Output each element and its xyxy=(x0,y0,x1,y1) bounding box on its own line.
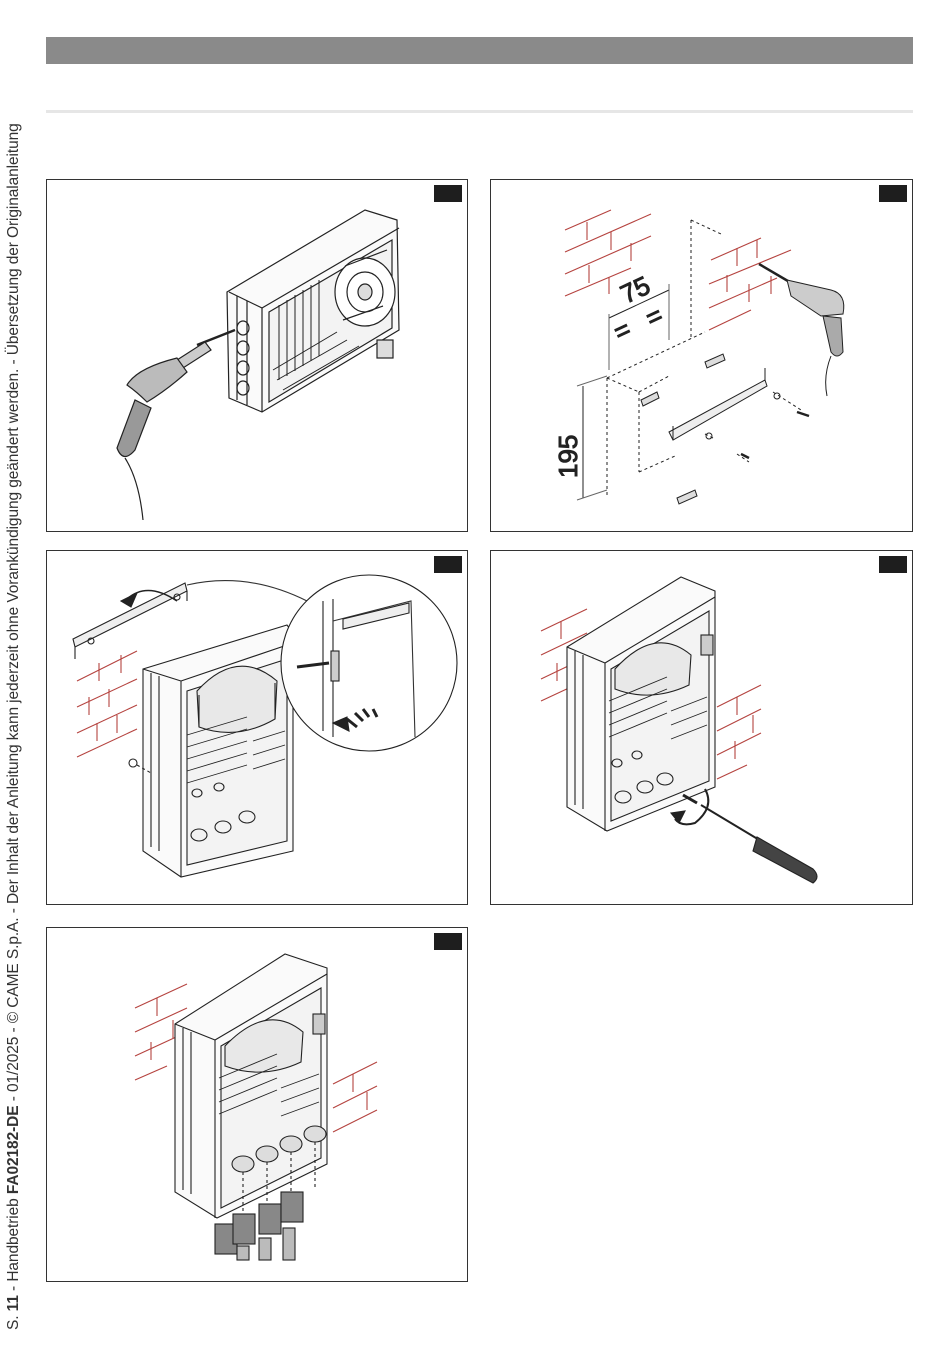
figure-drill-knockouts xyxy=(46,179,468,532)
header-bar xyxy=(46,37,913,64)
figure-wall-drilling: 75 = = 195 xyxy=(490,179,913,532)
equal-mark-left: = xyxy=(609,314,635,348)
dimension-195-label: 195 xyxy=(553,435,583,478)
manual-type: - Handbetrieb xyxy=(5,1194,22,1295)
page-footer-vertical: S. 11 - Handbetrieb FA02182-DE - 01/2025… xyxy=(2,100,26,1330)
figure-screw-box xyxy=(490,550,913,905)
page-prefix: S. xyxy=(5,1311,22,1330)
screw-box-to-wall-icon xyxy=(491,551,914,906)
figure-hang-box xyxy=(46,550,468,905)
document-code: FA02182-DE xyxy=(5,1106,22,1195)
equal-mark-right: = xyxy=(641,300,667,334)
wall-drilling-dimensions-icon: 75 = = 195 xyxy=(491,180,914,533)
drill-box-knockouts-icon xyxy=(47,180,469,533)
footer-remainder: - 01/2025 - © CAME S.p.A. - Der Inhalt d… xyxy=(5,123,22,1105)
header-rule xyxy=(46,110,913,113)
hang-box-on-rail-icon xyxy=(47,551,469,906)
figure-cable-glands xyxy=(46,927,468,1282)
cable-glands-icon xyxy=(47,928,469,1283)
page-number: 11 xyxy=(5,1295,22,1311)
